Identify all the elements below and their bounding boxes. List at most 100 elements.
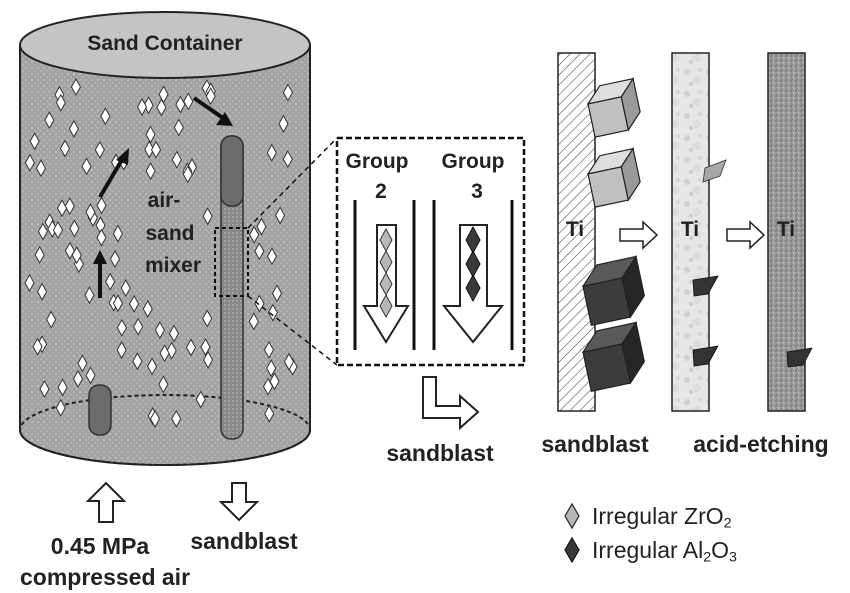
sand-grain: [105, 272, 116, 291]
sand-grain: [175, 95, 186, 114]
group-2-particles: [379, 227, 393, 319]
air-inlet-tube: [88, 384, 112, 436]
sand-grain: [282, 150, 293, 169]
sand-grain: [256, 217, 267, 236]
sand-grain: [85, 366, 96, 385]
mixer-label-line-2: sand: [145, 222, 195, 245]
legend-zro2-text: Irregular ZrO2: [592, 503, 732, 532]
sand-grain: [262, 377, 274, 396]
sand-grain: [37, 222, 48, 241]
sand-grain: [85, 203, 96, 222]
flow-elbow-arrow: [422, 376, 480, 431]
sand-grain: [266, 143, 277, 162]
zoom-box-frame: [335, 136, 526, 367]
zro2-particle: [379, 293, 393, 319]
sand-grain: [263, 340, 275, 359]
sand-grain: [154, 321, 165, 340]
air-inlet-arrow: [85, 481, 127, 523]
sand-grain: [55, 398, 66, 417]
legend-al2o3-formula-al: Al: [682, 537, 704, 563]
sand-grain: [112, 294, 123, 313]
sand-grain: [64, 197, 75, 216]
sand-grain: [72, 369, 84, 388]
sand-grain: [136, 97, 148, 117]
sand-grain: [69, 219, 80, 238]
sand-grain: [132, 352, 143, 371]
legend-al2o3-text: Irregular Al2O3: [592, 537, 737, 566]
sand-grain: [168, 324, 180, 343]
mixer-tube-top: [220, 135, 244, 207]
sand-grain: [142, 300, 153, 319]
sand-grain: [264, 404, 275, 423]
group-2-number: 2: [375, 180, 387, 203]
embedded-al2o3-shard-3: [786, 347, 813, 368]
sand-grain: [205, 87, 216, 106]
sand-grain: [266, 247, 278, 266]
container-title: Sand Container: [87, 32, 243, 55]
embedded-al2o3-shard-2: [692, 345, 719, 367]
sand-grain: [34, 245, 45, 264]
group-3-word: Group: [441, 150, 505, 173]
legend-zro2-prefix: Irregular: [592, 503, 685, 529]
sand-grain: [150, 140, 162, 159]
sand-grain: [202, 309, 213, 328]
sand-grain: [59, 139, 71, 158]
sand-grain: [52, 221, 64, 240]
sand-grain: [283, 352, 295, 371]
sand-grain: [159, 344, 170, 363]
sand-grain: [282, 83, 294, 102]
step-sandblast-label: sandblast: [541, 431, 649, 457]
al2o3-particle: [465, 273, 481, 303]
legend-al2o3-sub-2: 3: [729, 549, 737, 566]
sand-grain: [171, 150, 182, 169]
sand-grain: [96, 228, 107, 247]
zro2-cube-2: [586, 147, 641, 208]
sand-grain: [266, 359, 277, 378]
group-3-particles: [465, 225, 481, 303]
legend-zro2-marker: [564, 502, 580, 530]
zro2-cube-1: [586, 77, 641, 138]
sand-grain: [81, 157, 92, 176]
sand-grain: [202, 350, 214, 369]
flow-sandblast-label: sandblast: [386, 440, 494, 466]
sand-grain: [68, 119, 79, 138]
surface-panels: [557, 52, 813, 412]
sand-grain: [116, 341, 127, 360]
flow-arrow-down-right: [192, 96, 233, 126]
sand-grain: [57, 378, 68, 397]
sand-grain: [133, 317, 144, 336]
sand-grain: [145, 125, 156, 144]
legend-al2o3-sub-1: 2: [703, 549, 712, 566]
sand-grains: [24, 77, 298, 428]
embedded-al2o3-shard-1: [692, 275, 719, 297]
process-arrow-2: [726, 220, 766, 250]
sand-grain: [183, 92, 194, 111]
sand-grain: [202, 207, 213, 226]
sand-grain: [249, 225, 260, 244]
sand-grain: [36, 282, 48, 301]
ti-plate-sandblast: [557, 52, 596, 412]
sand-grain: [271, 284, 283, 303]
zoom-source-box: [214, 227, 249, 297]
inlet-medium-label: compressed air: [19, 564, 191, 590]
mixer-label-line-3: mixer: [144, 254, 202, 277]
ti-label-3: Ti: [776, 218, 796, 241]
legend-al2o3-prefix: Irregular: [592, 537, 683, 563]
sand-grain: [195, 390, 206, 409]
sand-grain: [158, 375, 169, 394]
sand-grain: [147, 357, 158, 376]
sand-grain: [185, 338, 197, 357]
sand-grain: [70, 77, 82, 97]
sand-grain: [275, 206, 286, 225]
sand-grain: [55, 93, 66, 112]
ti-label-1: Ti: [565, 218, 585, 241]
legend-zro2-formula: ZrO: [684, 503, 724, 529]
legend-al2o3-formula-o: O: [711, 537, 730, 563]
sand-grain: [24, 153, 35, 172]
sand-grain: [84, 286, 95, 305]
sand-grain: [24, 273, 35, 292]
legend-al2o3-marker: [564, 536, 580, 564]
sand-grain: [116, 318, 127, 337]
sand-grain: [35, 159, 47, 178]
